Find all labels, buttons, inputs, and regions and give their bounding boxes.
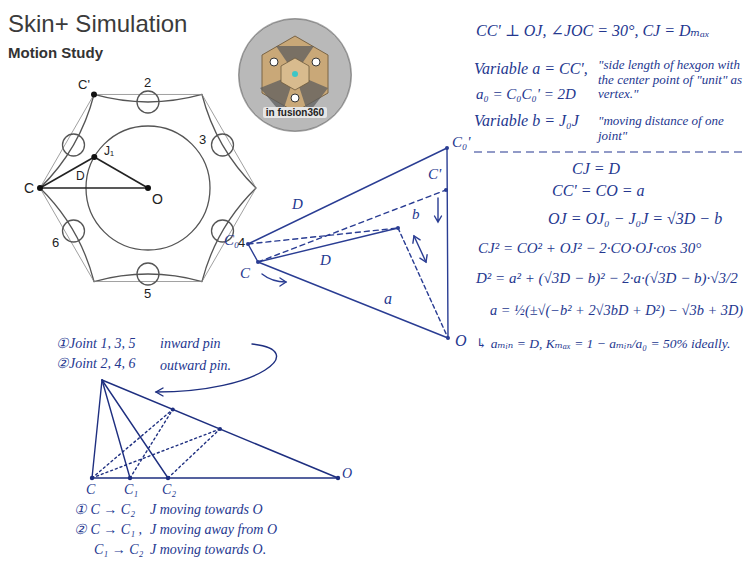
equation: Variable b = J₀J bbox=[474, 112, 579, 130]
length-label: b bbox=[412, 206, 420, 223]
point-label: C' bbox=[428, 166, 441, 183]
annotation: "moving distance of one joint" bbox=[598, 114, 748, 143]
note-text: inward pin bbox=[160, 336, 221, 352]
geometry-lines bbox=[40, 157, 148, 188]
note-text: ① C → C₂ bbox=[74, 502, 135, 518]
note-text: ② C → C₁ , bbox=[74, 522, 142, 538]
point-label: O bbox=[455, 332, 467, 350]
geometry-points bbox=[37, 91, 151, 191]
joint-number: 6 bbox=[52, 236, 59, 251]
point-label: C bbox=[86, 482, 95, 498]
equation: CJ² = CO² + OJ² − 2·CO·OJ·cos 30° bbox=[478, 240, 701, 257]
photo-caption-row: in fusion360 bbox=[238, 102, 352, 120]
equation: a₀ = C₀C₀' = 2D bbox=[476, 86, 576, 103]
point-label: O bbox=[152, 191, 163, 207]
note-text: J moving towards O. bbox=[150, 542, 266, 558]
point-label: C₁ bbox=[124, 482, 138, 498]
joint-number: 5 bbox=[144, 287, 151, 302]
length-label: D bbox=[320, 252, 331, 269]
equation: CC' = CO = a bbox=[552, 182, 645, 200]
equation: CC' ⊥ OJ, ∠JOC = 30°, CJ = Dₘₐₓ bbox=[476, 22, 710, 40]
equation: CJ = D bbox=[572, 160, 620, 178]
photo-caption: in fusion360 bbox=[263, 107, 327, 118]
length-label: D bbox=[76, 170, 85, 184]
separator bbox=[474, 151, 745, 152]
point-label: C bbox=[240, 265, 250, 282]
joint-number: 3 bbox=[199, 133, 206, 148]
length-label: a bbox=[384, 290, 392, 308]
point-label: C' bbox=[78, 78, 90, 93]
render-photo: in fusion360 bbox=[238, 18, 352, 132]
sketch-points bbox=[246, 146, 450, 340]
pin-points bbox=[90, 407, 340, 480]
annotation: "side length of hexgon with the center p… bbox=[598, 58, 748, 102]
equation: D² = a² + (√3D − b)² − 2·a·(√3D − b)·√3/… bbox=[476, 270, 738, 287]
note-text: ①Joint 1, 3, 5 bbox=[56, 336, 136, 352]
equation: ↳ aₘᵢₙ = D, Kₘₐₓ = 1 − aₘᵢₙ/a₀ = 50% ide… bbox=[476, 336, 730, 352]
equation: Variable a = CC', bbox=[474, 60, 588, 78]
point-label: C bbox=[24, 180, 34, 196]
unit-outline bbox=[40, 91, 256, 285]
page-title: Skin+ Simulation bbox=[8, 10, 187, 38]
note-text: C₁ → C₂ bbox=[94, 542, 143, 558]
point-label: C₀' bbox=[452, 134, 470, 151]
sketch-triangle bbox=[248, 148, 448, 338]
point-label: C₂ bbox=[162, 482, 176, 498]
note-text: J moving away from O bbox=[150, 522, 277, 538]
subtitle: Motion Study bbox=[8, 44, 103, 61]
equation: OJ = OJ₀ − J₀J = √3D − b bbox=[548, 210, 722, 228]
point-label: J₁ bbox=[104, 145, 114, 159]
equation: a = ½(±√(−b² + 2√3bD + D²) − √3b + 3D) bbox=[490, 302, 743, 319]
note-text: ②Joint 2, 4, 6 bbox=[56, 356, 136, 372]
joint-number: 2 bbox=[144, 76, 151, 91]
length-label: D bbox=[292, 196, 303, 213]
note-text: outward pin. bbox=[160, 358, 231, 374]
point-label: C₀ bbox=[224, 232, 239, 249]
point-label: O bbox=[342, 466, 352, 482]
note-text: J moving towards O bbox=[150, 502, 263, 518]
